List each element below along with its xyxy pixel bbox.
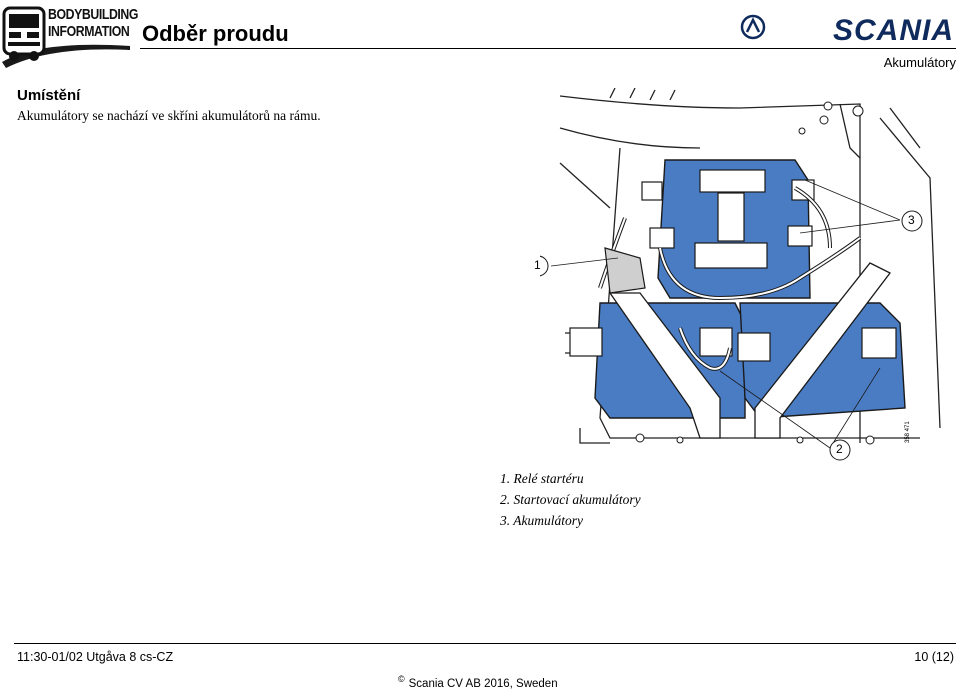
legend-item: 2. Startovací akumulátory [500,492,641,507]
truck-logo-icon [2,6,130,68]
starter-relay [604,247,646,294]
legend-item: 3. Akumulátory [500,513,583,528]
figure-ref-number: 358 471 [905,421,911,443]
body-text: Akumulátory se nachází ve skříni akumulá… [17,108,321,123]
callout-3-label: 3 [908,213,915,227]
logo-text: BODYBUILDING INFORMATION [48,6,139,40]
document-id: 11:30-01/02 Utgåva 8 cs-CZ [17,650,174,664]
callout-2 [829,439,851,461]
legend-item: 1. Relé startéru [500,471,584,486]
scania-brand: SCANIA [832,14,954,47]
callout-1 [527,255,549,277]
bodybuilding-logo: BODYBUILDING INFORMATION [0,0,138,70]
scania-griffin-icon [740,14,766,40]
battery-box-illustration: 1 3 2 358 471 [527,87,960,463]
battery-drawing [527,87,941,461]
section-label: Akumulátory [883,55,956,70]
callout-2-label: 2 [836,442,843,456]
footer-divider [14,643,956,644]
section-heading: Umístění [17,87,81,104]
callout-3 [901,210,923,232]
page-title: Odběr proudu [142,21,289,46]
callout-1-label: 1 [534,258,541,272]
copyright-symbol: © [398,674,405,684]
page-number: 10 (12) [914,650,954,664]
header-divider [140,48,956,49]
copyright: ©Scania CV AB 2016, Sweden [398,674,558,690]
figure-legend: 1. Relé startéru 2. Startovací akumuláto… [500,468,641,531]
